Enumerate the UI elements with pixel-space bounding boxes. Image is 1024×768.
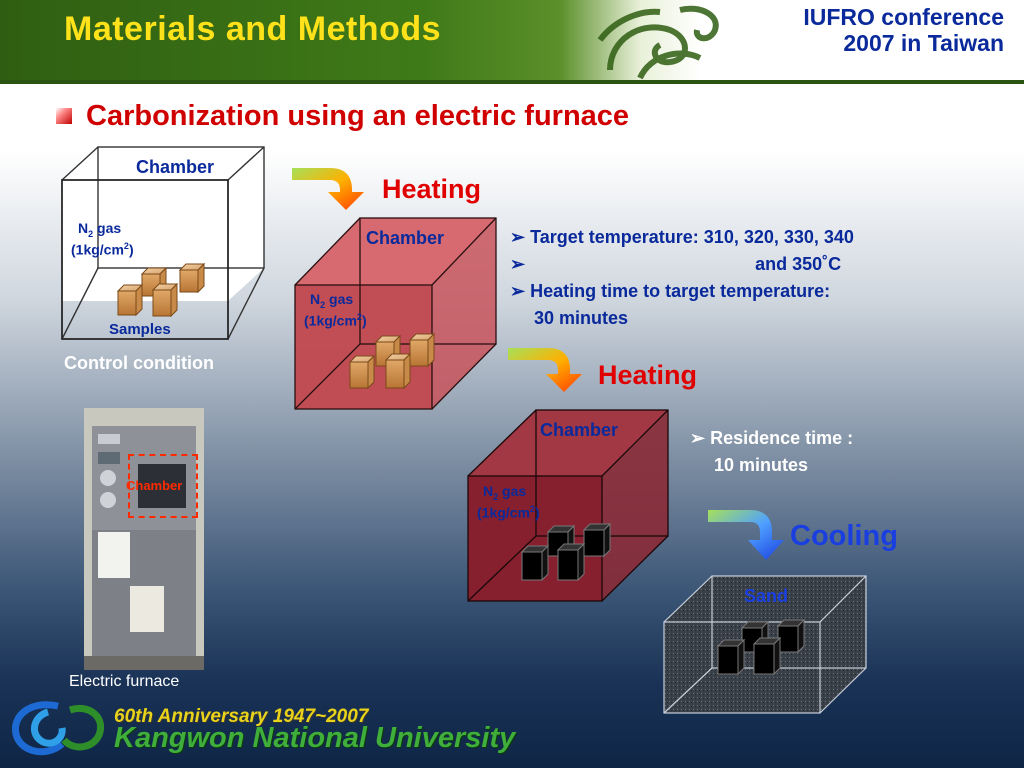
furnace-display-1 [98, 434, 120, 444]
footer-university: Kangwon National University [114, 722, 516, 754]
heating2-carbonized-samples [520, 522, 612, 582]
heating-arrow-2 [508, 348, 582, 392]
section-subtitle: Carbonization using an electric furnace [86, 100, 630, 132]
furnace-knob-icon [100, 470, 116, 486]
heating1-info-row-3: ➢ Heating time to target temperature: [510, 281, 831, 301]
heating1-gas-label: N2 gas [310, 291, 354, 310]
furnace-chamber-label: Chamber [126, 478, 183, 493]
control-chamber-box [61, 146, 265, 340]
heating-arrow-1 [292, 168, 364, 210]
heating2-info: ➢ Residence time : 10 minutes [690, 425, 853, 479]
slide-title: Materials and Methods [64, 10, 442, 48]
heating1-info-row-4: 30 minutes [534, 308, 629, 328]
control-chamber-label: Chamber [136, 157, 215, 177]
arrow-bullet-icon: ➢ [690, 428, 711, 448]
control-caption: Control condition [64, 353, 214, 373]
conference-line-1: IUFRO conference [803, 4, 1004, 30]
furnace-chamber-door [138, 464, 186, 508]
heating1-info-row-2: ➢and 350˚C [510, 254, 842, 274]
heating2-info-row-2: 10 minutes [714, 455, 809, 475]
arrow-bullet-icon: ➢ [510, 227, 531, 247]
header-bar [0, 0, 1024, 80]
cooling-arrow [708, 510, 784, 560]
conference-label: IUFRO conference 2007 in Taiwan [684, 4, 1004, 56]
furnace-caption: Electric furnace [69, 673, 180, 690]
heating1-info: ➢ Target temperature: 310, 320, 330, 340… [510, 224, 854, 332]
furnace-floor [84, 656, 204, 670]
furnace-knob-icon [100, 492, 116, 508]
control-samples-label: Samples [109, 321, 171, 338]
cooling-step-label: Cooling [790, 520, 898, 552]
heating2-step-label: Heating [598, 360, 698, 390]
heating2-gas-label: N2 gas [483, 483, 527, 502]
university-logo-icon [11, 701, 105, 756]
heating1-chamber-label: Chamber [366, 228, 445, 248]
heating1-info-row-1: ➢ Target temperature: 310, 320, 330, 340 [510, 227, 854, 247]
footer-anniversary: 60th Anniversary 1947~2007 [114, 706, 369, 727]
heating1-step-label: Heating [382, 174, 482, 204]
bullet-square-icon [56, 108, 72, 124]
furnace-notice-paper [98, 532, 130, 578]
cooling-sand-label: Sand [744, 586, 789, 606]
control-samples [116, 262, 206, 318]
heating2-chamber-label: Chamber [540, 420, 619, 440]
furnace-chamber-highlight [128, 454, 198, 518]
arrow-bullet-icon: ➢ [510, 254, 526, 274]
header-ornament [597, 5, 719, 80]
arrow-bullet-icon: ➢ [510, 281, 531, 301]
furnace-display-2 [98, 452, 120, 464]
control-gas-label: N2 gas [78, 220, 122, 239]
conference-line-2: 2007 in Taiwan [843, 30, 1004, 56]
furnace-notice-paper [130, 586, 164, 632]
heating2-info-row-1: ➢ Residence time : [690, 428, 854, 448]
cooling-carbonized-samples [716, 618, 806, 676]
header-divider [0, 80, 1024, 84]
heating1-pressure-label: (1kg/cm2) [304, 312, 367, 329]
heating1-samples [348, 332, 436, 390]
heating2-pressure-label: (1kg/cm2) [477, 504, 540, 521]
electric-furnace-photo: Chamber [84, 408, 204, 670]
control-pressure-label: (1kg/cm2) [71, 241, 134, 258]
